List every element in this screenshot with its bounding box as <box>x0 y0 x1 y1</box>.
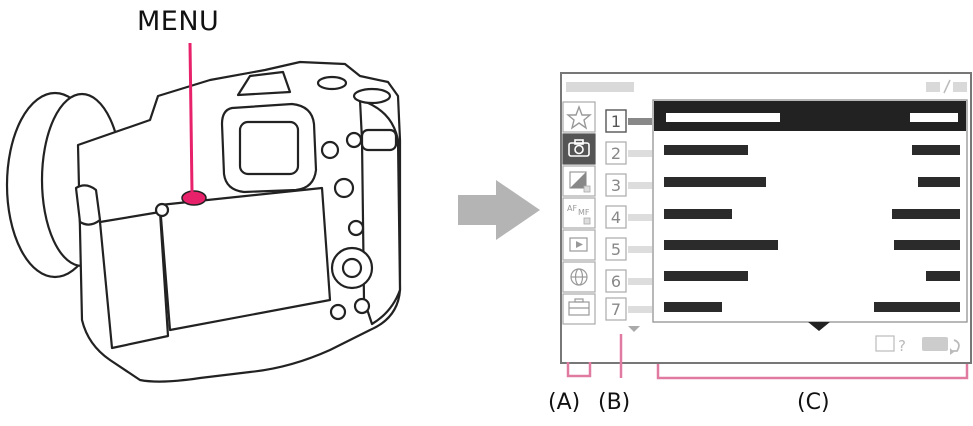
svg-text:MF: MF <box>578 208 590 217</box>
center-button <box>341 257 363 279</box>
menu-item-6-name <box>664 271 748 281</box>
network-icon <box>570 268 588 286</box>
menu-back-icon <box>922 337 960 355</box>
menu-item-2-name <box>664 145 748 155</box>
toolbox-icon <box>568 298 590 316</box>
tab-camera <box>562 133 596 165</box>
menu-label: MENU <box>137 6 220 37</box>
menu-item-1-name <box>666 113 780 122</box>
menu-item-4-name <box>664 209 732 219</box>
button-fn <box>347 219 365 237</box>
button-trash <box>353 297 371 315</box>
header-page-placeholder-2 <box>953 82 967 92</box>
menu-item-2-value <box>912 145 960 155</box>
top-dial-right <box>352 87 392 105</box>
exposure-icon <box>569 171 591 193</box>
menu-item-4-value <box>892 209 960 219</box>
menu-pointer-line <box>188 42 194 193</box>
transition-arrow <box>458 180 540 240</box>
page-number-3: 3 <box>611 176 621 195</box>
page-box-1 <box>605 109 627 133</box>
page-box-4 <box>605 205 627 229</box>
menu-item-1-value <box>910 113 958 122</box>
bracket-a <box>566 362 592 378</box>
page-box-3 <box>605 173 627 197</box>
label-b: (B) <box>598 390 631 415</box>
page-connector-5 <box>628 246 652 253</box>
page-number-4: 4 <box>611 208 621 227</box>
menu-item-5-name <box>664 240 778 250</box>
bracket-c <box>656 364 969 380</box>
callout-brackets <box>566 334 969 380</box>
page-box-7 <box>605 297 627 321</box>
arrow-shaft <box>458 195 498 225</box>
page-connector-2 <box>628 150 652 157</box>
label-a: (A) <box>548 390 581 415</box>
rear-dial <box>360 128 398 152</box>
menu-scroll-down-icon <box>808 322 830 331</box>
camera-illustration <box>5 60 402 383</box>
header-page-placeholder-1 <box>926 82 940 92</box>
menu-item-7-value <box>874 302 960 312</box>
menu-button <box>181 190 207 206</box>
header-slash <box>943 79 951 94</box>
button-c3 <box>154 202 170 218</box>
menu-screen: AF MF <box>560 72 972 364</box>
strap-lug <box>74 184 102 226</box>
page-box-5 <box>605 237 627 261</box>
button-top-right <box>345 131 363 149</box>
joystick <box>333 177 355 199</box>
page-number-7: 7 <box>611 300 621 319</box>
page-box-2 <box>605 141 627 165</box>
label-c: (C) <box>797 390 830 415</box>
menu-item-3-name <box>664 177 766 187</box>
page-connector-6 <box>628 278 652 285</box>
rear-left-panel <box>98 210 170 350</box>
button-playback <box>329 303 347 321</box>
menu-item-3-value <box>918 177 960 187</box>
arrow-head <box>496 180 540 240</box>
page-number-1: 1 <box>611 112 621 131</box>
af-mf-icon: AF MF <box>567 204 591 225</box>
hot-shoe <box>236 70 292 97</box>
page-connector-7 <box>628 306 652 313</box>
menu-item-5-value <box>894 240 960 250</box>
top-dial-left <box>316 75 348 91</box>
page-box-6 <box>605 269 627 293</box>
viewfinder-window <box>238 120 300 176</box>
camera-icon <box>568 139 590 157</box>
playback-icon <box>569 237 588 252</box>
lcd-screen <box>158 186 332 332</box>
page-number-6: 6 <box>611 272 621 291</box>
button-af-on <box>320 140 340 160</box>
page-connector-4 <box>628 214 652 221</box>
star-icon <box>566 105 592 130</box>
af-mf-text: AF <box>567 204 577 213</box>
page-number-column <box>605 109 652 332</box>
page-connector-3 <box>628 182 652 189</box>
menu-item-6-value <box>926 271 960 281</box>
page-scroll-down-icon <box>628 326 640 332</box>
help-icon: ? <box>875 335 906 355</box>
page-number-2: 2 <box>611 144 621 163</box>
page-number-5: 5 <box>611 240 621 259</box>
menu-item-7-name <box>664 302 722 312</box>
header-title-placeholder <box>566 82 634 92</box>
svg-text:?: ? <box>898 337 906 355</box>
page-connector-1 <box>628 118 652 125</box>
